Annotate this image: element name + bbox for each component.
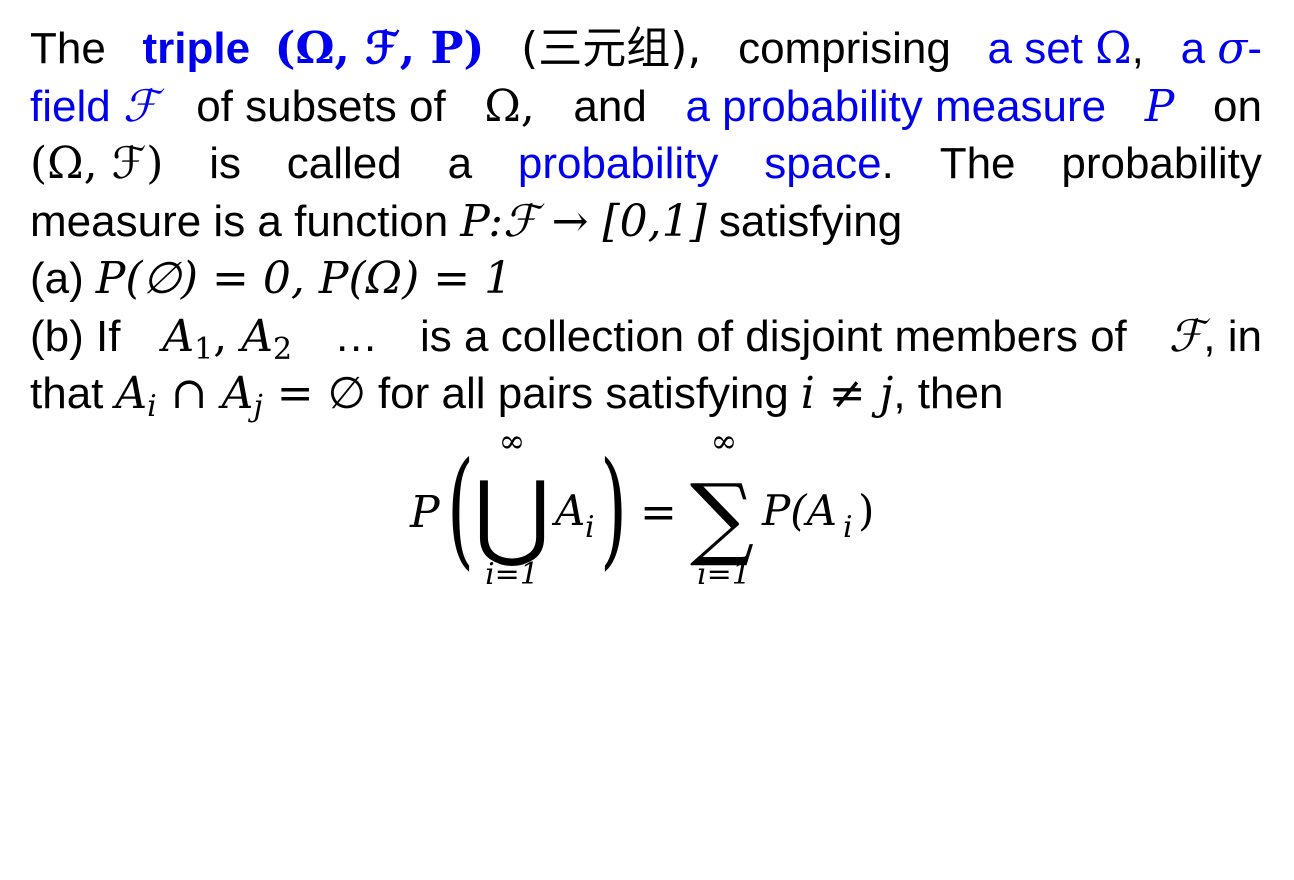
measurable-space: (Ω, ℱ) <box>30 138 164 189</box>
collection-text: is a collection of disjoint members of <box>420 311 1127 361</box>
sigma-phrase: a σ- <box>1180 23 1262 74</box>
omega-symbol: Ω, <box>484 80 535 132</box>
formula-rhs-close: ) <box>858 486 874 535</box>
formula-right-paren: ) <box>600 436 627 582</box>
measure-symbol: P <box>1144 80 1175 132</box>
formula-rhs: P(A <box>761 486 837 535</box>
line-4: measure is a function P:ℱ → [0,1] satisf… <box>30 193 1262 251</box>
term-probability: probability <box>517 139 719 188</box>
formula-P: P <box>409 487 441 538</box>
formula-left-paren: ( <box>447 436 474 582</box>
item-b-label: (b) If <box>30 311 121 361</box>
sequence-a: A1, A2 <box>162 310 293 367</box>
disjoint-condition: Ai ∩ Aj = ∅ <box>115 368 366 424</box>
sum-lower-limit: i=1 <box>697 557 751 592</box>
bigcup-lower-limit: i=1 <box>485 557 539 592</box>
formula-A: A <box>551 486 585 535</box>
field-phrase: field ℱ <box>30 80 158 132</box>
line-5: (a) P(∅) = 0, P(Ω) = 1 <box>30 250 1262 308</box>
for-all-pairs-text: for all pairs satisfying <box>377 369 789 418</box>
bigcup-symbol: ⋃ <box>473 462 550 571</box>
word-satisfying: satisfying <box>718 196 903 246</box>
line-7: that Ai ∩ Aj = ∅ for all pairs satisfyin… <box>30 365 1262 424</box>
field-ref: ℱ, in <box>1168 310 1262 362</box>
definition-text: The triple (Ω, ℱ, P) (三元组), comprising a… <box>30 20 1262 424</box>
function-map: P:ℱ → [0,1] <box>460 195 707 247</box>
word-and: and <box>573 81 647 131</box>
word-is: is <box>209 139 241 188</box>
formula-A-sub: i <box>585 510 595 545</box>
bigcup-upper-limit: ∞ <box>499 422 526 460</box>
line-6: (b) If A1, A2 … is a collection of disjo… <box>30 308 1262 367</box>
sum-upper-limit: ∞ <box>711 422 738 460</box>
formula-rhs-sub: i <box>843 510 853 545</box>
of-subsets: of subsets of <box>196 81 446 131</box>
sum-symbol: ∑ <box>690 465 754 570</box>
word-the: The <box>30 24 106 73</box>
item-a-label: (a) <box>30 254 84 303</box>
ellipsis: … <box>334 311 379 361</box>
word-a: a <box>447 139 473 188</box>
word-that: that <box>30 369 104 418</box>
line-2: field ℱ of subsets of Ω, and a probabili… <box>30 78 1262 136</box>
item-a-math: P(∅) = 0, P(Ω) = 1 <box>95 253 513 304</box>
term-triple: triple (Ω, ℱ, P) <box>142 23 485 74</box>
word-probability-2: probability <box>1061 139 1262 188</box>
formula-equals: = <box>640 487 677 538</box>
line-1: The triple (Ω, ℱ, P) (三元组), comprising a… <box>30 20 1262 78</box>
line-3: (Ω, ℱ) is called a probability space. Th… <box>30 135 1262 193</box>
word-on: on <box>1213 81 1262 131</box>
chinese-term: (三元组), <box>521 23 702 74</box>
word-the-2: The <box>939 139 1016 188</box>
word-comprising: comprising <box>738 24 951 73</box>
measure-function-text: measure is a function <box>30 196 449 246</box>
index-condition: i ≠ j, then <box>800 368 1004 419</box>
probability-measure-term: a probability measure <box>685 81 1107 131</box>
word-called: called <box>286 139 402 188</box>
term-space: space. <box>764 139 894 188</box>
set-phrase: a set Ω, <box>987 23 1144 74</box>
